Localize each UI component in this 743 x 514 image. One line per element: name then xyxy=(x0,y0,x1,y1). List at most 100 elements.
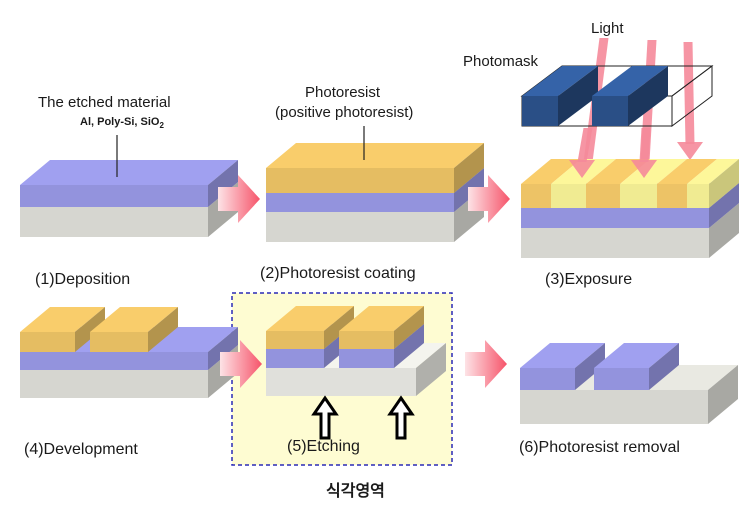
light-label: Light xyxy=(591,20,624,37)
mask-bar-side-1 xyxy=(628,66,668,126)
step3-resist-front-4 xyxy=(657,184,687,208)
step6-wafer-side xyxy=(708,365,738,424)
photomask-frame-side xyxy=(671,65,713,127)
step4-resist-1 xyxy=(20,307,105,352)
step2-photoresist-side xyxy=(454,143,484,193)
photomask xyxy=(520,65,714,127)
step6-line-2-top xyxy=(594,343,679,368)
step3-resist-front-0 xyxy=(521,184,551,208)
etch-region-label: 식각영역 xyxy=(326,481,385,500)
step1-etched-layer xyxy=(20,160,238,207)
step2-photoresist xyxy=(266,143,484,193)
step5-wafer-side xyxy=(416,343,446,396)
materials-text: Al, Poly-Si, SiO xyxy=(80,116,160,128)
step5-resist-2-top xyxy=(339,306,424,331)
step-6-label: (6)Photoresist removal xyxy=(519,439,680,456)
light-beam-front-2-shaft xyxy=(639,128,651,162)
step2-photoresist-front xyxy=(266,168,454,193)
process-arrow-3 xyxy=(220,340,262,388)
process-arrow-1 xyxy=(218,175,260,223)
step5-resist-2-front xyxy=(339,331,394,349)
step4-resist-2-front xyxy=(90,332,148,352)
light-beam-front-2 xyxy=(631,128,657,178)
step6-line-1-top xyxy=(520,343,605,368)
step3-etched-layer-side xyxy=(709,183,739,228)
light-beam-3 xyxy=(677,42,703,160)
step4-resist-1-top xyxy=(20,307,105,332)
step5-resist-1-top xyxy=(266,306,354,331)
step5-resist-2-side xyxy=(394,306,424,349)
mask-bar-top-0 xyxy=(522,66,598,96)
light-beam-3-head xyxy=(677,142,703,160)
step5-wafer-front xyxy=(266,368,416,396)
step4-resist-2 xyxy=(90,307,178,352)
step6-line-2-side xyxy=(649,343,679,390)
step4-wafer-front xyxy=(20,370,208,398)
light-beam-front-1-head xyxy=(569,160,595,178)
step-1-label: (1)Deposition xyxy=(35,271,131,288)
step-2-label: (2)Photoresist coating xyxy=(260,265,416,282)
step3-resist-top-5 xyxy=(687,159,739,184)
step3-resist-top-0 xyxy=(521,159,581,184)
step5-resist-2 xyxy=(339,306,424,349)
photomask-label: Photomask xyxy=(463,53,539,70)
mask-bar-top-1 xyxy=(592,66,668,96)
process-arrow-4 xyxy=(465,340,507,388)
step3-resist-front-2 xyxy=(586,184,620,208)
step4-resist-1-front xyxy=(20,332,75,352)
step5-resist-1 xyxy=(266,306,354,349)
light-beam-front-1-shaft xyxy=(577,128,593,162)
step3-resist-top-4 xyxy=(657,159,717,184)
step3-resist-front-1 xyxy=(551,184,586,208)
wafer-label: Si Wafer xyxy=(60,237,96,247)
photoresist-type-label: (positive photoresist) xyxy=(275,104,414,121)
mask-bar-front-1 xyxy=(592,96,628,126)
photoresist-label: Photoresist xyxy=(305,84,381,101)
light-beam-3-shaft xyxy=(683,42,695,144)
step4-resist-1-side xyxy=(75,307,105,352)
step6-line-1-side xyxy=(575,343,605,390)
step5-etched-1-front xyxy=(266,349,324,368)
step5-etched-2-side xyxy=(394,324,424,368)
step5-resist-1-front xyxy=(266,331,324,349)
step4-etched-layer-side xyxy=(208,327,238,370)
step5-resist-1-side xyxy=(324,306,354,349)
etch-arrow-2 xyxy=(387,395,415,440)
step6-line-2-front xyxy=(594,368,649,390)
etch-arrow-1 xyxy=(311,395,339,440)
step3-resist-side xyxy=(709,159,739,208)
step3-resist-top-2 xyxy=(586,159,650,184)
step-5-label: (5)Etching xyxy=(287,438,360,455)
step6-wafer-front xyxy=(520,390,708,424)
step6-line-1 xyxy=(520,343,605,390)
step-3-label: (3)Exposure xyxy=(545,271,633,288)
etch-arrow-1-shape xyxy=(311,395,339,440)
step3-etched-layer-front xyxy=(521,208,709,228)
step-4-label: (4)Development xyxy=(24,441,138,458)
step2-wafer-front xyxy=(266,212,454,242)
step6-line-1-front xyxy=(520,368,575,390)
mask-bar-side-0 xyxy=(558,66,598,126)
step3-resist-front-3 xyxy=(620,184,657,208)
step4-resist-2-top xyxy=(90,307,178,332)
step2-etched-layer-front xyxy=(266,193,454,212)
step3-wafer-side xyxy=(709,203,739,258)
step2-photoresist-top xyxy=(266,143,484,168)
step1-etched-layer-top xyxy=(20,160,238,185)
step5-etched-2-front xyxy=(339,349,394,368)
etched-material-label: The etched material xyxy=(38,94,171,111)
step4-etched-layer-front xyxy=(20,352,208,370)
light-beam-front-1 xyxy=(569,128,595,178)
step1-etched-layer-side xyxy=(208,160,238,207)
step4-resist-2-side xyxy=(148,307,178,352)
step1-wafer-front xyxy=(20,207,208,237)
step3-resist-front-5 xyxy=(687,184,709,208)
mask-bar-front-0 xyxy=(522,96,558,126)
step1-etched-layer-front xyxy=(20,185,208,207)
light-beam-front-2-head xyxy=(631,160,657,178)
step6-line-2 xyxy=(594,343,679,390)
process-arrow-2 xyxy=(468,175,510,223)
step3-resist-top-3 xyxy=(620,159,687,184)
materials-label: Al, Poly-Si, SiO2 xyxy=(80,116,164,130)
